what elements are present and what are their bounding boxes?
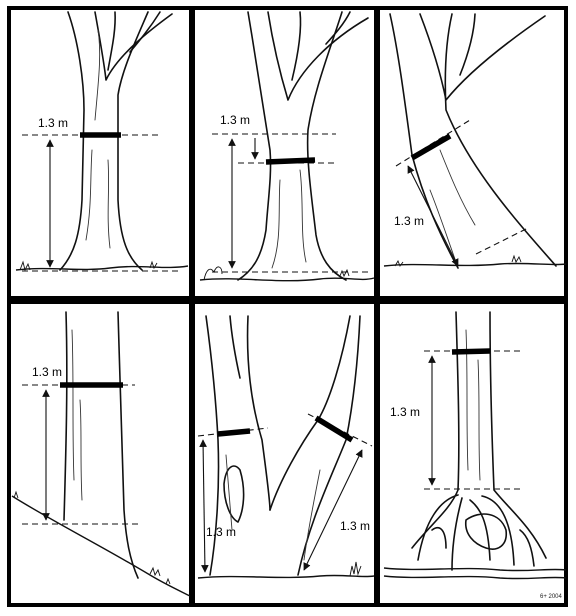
height-label: 1.3 m xyxy=(390,405,420,419)
ground-line xyxy=(197,574,375,579)
ground-line xyxy=(199,277,375,282)
panel-swelling: 1.3 m xyxy=(199,11,375,282)
height-arrow-left xyxy=(199,439,209,573)
height-label: 1.3 m xyxy=(38,116,68,130)
panel-stilt-roots: 1.3 m 6+ 2004 xyxy=(383,311,567,600)
panel-forked: 1.3 m 1.3 m xyxy=(197,315,375,579)
height-label-left: 1.3 m xyxy=(206,525,236,539)
tree-swelling-drawing xyxy=(237,11,369,281)
tree-leaning-drawing xyxy=(389,13,557,269)
grass-tufts xyxy=(19,260,158,272)
height-label-right: 1.3 m xyxy=(340,519,370,533)
frame-swelling xyxy=(191,6,378,300)
frame-forked xyxy=(191,300,378,607)
ground-dashed-line xyxy=(475,227,529,255)
grass-tufts xyxy=(13,490,171,585)
height-label: 1.3 m xyxy=(394,214,424,228)
artist-signature: 6+ 2004 xyxy=(540,594,563,600)
height-label: 1.3 m xyxy=(32,365,62,379)
ground-line xyxy=(383,567,567,572)
tape-band-left xyxy=(217,428,251,437)
height-label: 1.3 m xyxy=(220,113,250,127)
ground-line xyxy=(383,262,567,267)
ground-slope-line xyxy=(11,495,191,597)
panel-leaning: 1.3 m xyxy=(383,13,567,269)
ground-line xyxy=(15,265,189,271)
tape-band xyxy=(451,348,491,355)
grass-tufts xyxy=(349,561,362,577)
frame-leaning xyxy=(376,6,568,300)
tree-stilt-drawing xyxy=(411,311,547,571)
ground-line-lower xyxy=(383,575,567,580)
height-arrow-right xyxy=(303,449,363,571)
tape-band xyxy=(410,133,452,161)
tape-band-right xyxy=(314,415,354,443)
panel-slope: 1.3 m xyxy=(11,311,191,597)
grass-tufts xyxy=(394,254,522,267)
panel-frames xyxy=(7,6,568,607)
tape-band xyxy=(265,157,316,165)
tree-straight-drawing xyxy=(59,11,173,271)
frame-stilt-roots xyxy=(376,300,568,607)
panel-straight: 1.3 m xyxy=(15,11,189,272)
height-arrow xyxy=(407,165,459,267)
frame-slope xyxy=(7,300,193,607)
tree-slope-drawing xyxy=(63,311,139,579)
